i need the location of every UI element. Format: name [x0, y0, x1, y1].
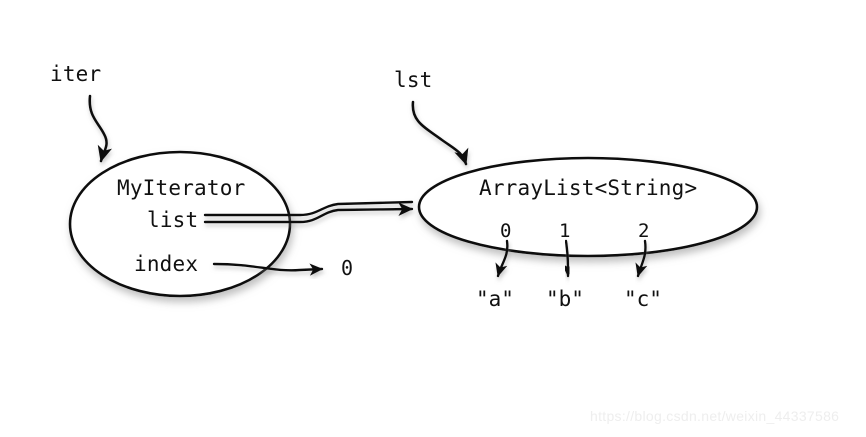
array-index-2: 2 — [638, 220, 650, 242]
node-title-arraylist: ArrayList<String> — [479, 176, 698, 200]
array-value-1: "b" — [546, 287, 584, 311]
slot-arrow-0 — [495, 239, 509, 278]
node-field-list: list — [147, 208, 199, 232]
scalar-value-index: 0 — [341, 256, 354, 280]
pointer-arrow-lst — [411, 100, 469, 166]
array-value-2: "c" — [624, 287, 662, 311]
watermark: https://blog.csdn.net/weixin_44337586 — [590, 408, 840, 424]
node-title-iterator: MyIterator — [117, 176, 246, 200]
node-ellipse-iterator — [68, 150, 292, 298]
reference-edge-list-upper — [203, 200, 414, 217]
array-value-0: "a" — [476, 287, 514, 311]
array-index-1: 1 — [559, 220, 571, 242]
node-ellipse-arraylist — [417, 156, 759, 258]
array-index-0: 0 — [500, 220, 512, 242]
reference-edge-index — [212, 262, 324, 276]
slot-arrow-2 — [635, 239, 648, 278]
slot-arrow-1 — [561, 239, 575, 278]
node-field-index: index — [134, 252, 199, 276]
pointer-arrow-iter — [88, 94, 113, 163]
reference-edge-list-lower — [203, 202, 414, 224]
variable-label-iter: iter — [50, 62, 102, 86]
variable-label-lst: lst — [394, 68, 433, 92]
